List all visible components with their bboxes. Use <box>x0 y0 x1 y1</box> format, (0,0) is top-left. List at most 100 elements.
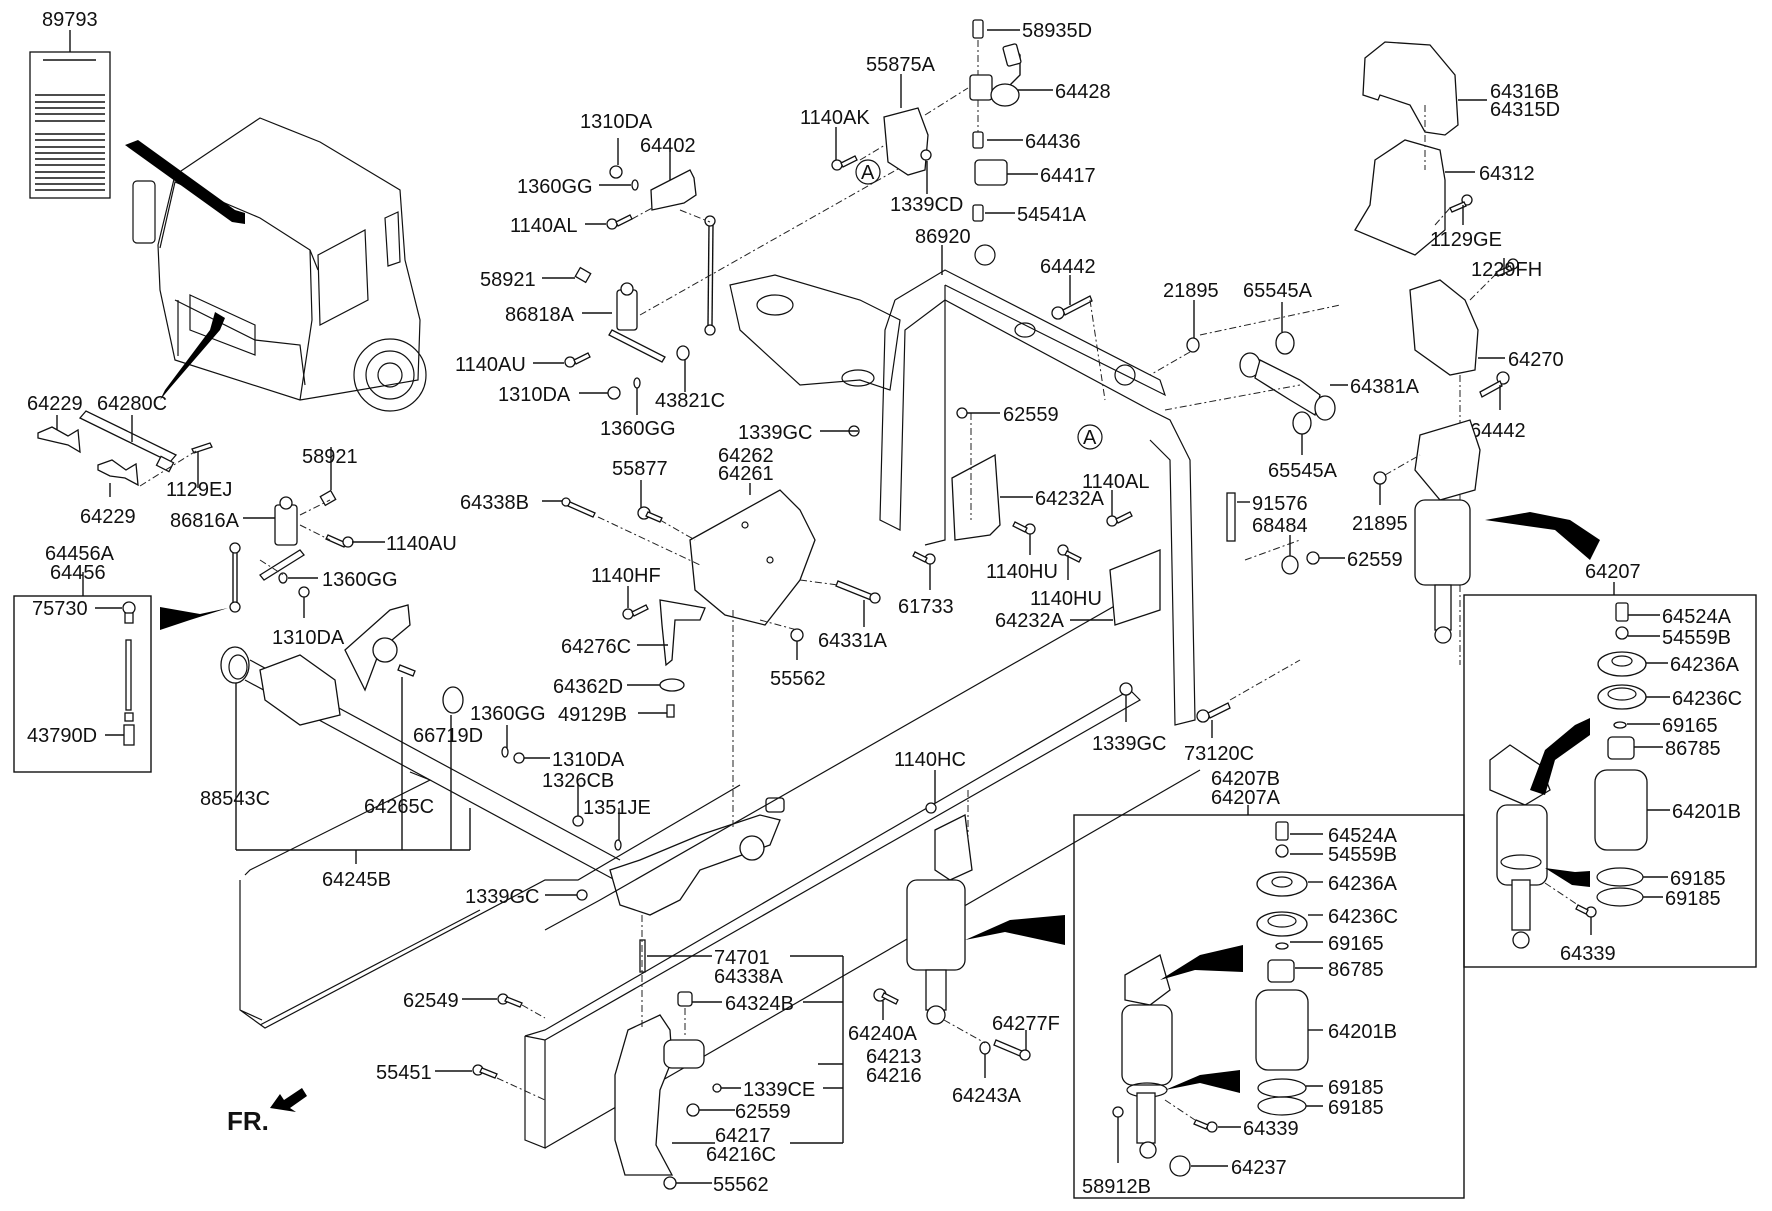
part-label[interactable]: 1229FH <box>1471 259 1542 281</box>
part-label[interactable]: 61733 <box>898 596 954 618</box>
bracket-64402[interactable] <box>650 169 697 211</box>
part-label[interactable]: 86818A <box>505 304 575 326</box>
air-spring-assembly-box1[interactable] <box>1121 954 1173 1159</box>
part-label[interactable]: 21895 <box>1163 280 1219 302</box>
b1-bumper-86785[interactable] <box>1267 959 1295 983</box>
part-label[interactable]: 1140AL <box>1082 471 1149 493</box>
part-label[interactable]: 58912B <box>1082 1176 1151 1198</box>
bolt-1140al-top[interactable] <box>606 214 633 230</box>
part-label[interactable]: 1140HU <box>986 561 1058 583</box>
part-label[interactable]: 86785 <box>1328 959 1384 981</box>
washer-1360gg-mid[interactable] <box>501 746 509 758</box>
part-label[interactable]: 1310DA <box>580 111 653 133</box>
part-label[interactable]: 86785 <box>1665 738 1721 760</box>
part-label[interactable]: 69165 <box>1662 715 1718 737</box>
b2-ring-69185a[interactable] <box>1596 867 1644 887</box>
bolt-64331a[interactable] <box>835 580 881 604</box>
part-label[interactable]: 55875A <box>866 54 936 76</box>
part-label[interactable]: 64324B <box>725 993 794 1015</box>
part-label[interactable]: 64276C <box>561 636 631 658</box>
b2-cap-64236a[interactable] <box>1597 651 1647 677</box>
nut-62559-top[interactable] <box>956 407 968 419</box>
part-label[interactable]: 55451 <box>376 1062 432 1084</box>
part-label[interactable]: 64402 <box>640 135 696 157</box>
part-label[interactable]: 65545A <box>1243 280 1313 302</box>
part-label[interactable]: 54541A <box>1017 204 1087 226</box>
nut-62559-lower[interactable] <box>686 1103 700 1117</box>
part-label[interactable]: 64229 <box>27 393 83 415</box>
part-label[interactable]: 73120C <box>1184 743 1254 765</box>
part-label[interactable]: 64456 <box>50 562 106 584</box>
part-label[interactable]: 1360GG <box>470 703 546 725</box>
part-label[interactable]: 69185 <box>1328 1097 1384 1119</box>
pad-64362d[interactable] <box>659 678 685 692</box>
nut-1339cd[interactable] <box>920 149 932 161</box>
part-label[interactable]: 64236C <box>1328 906 1398 928</box>
part-label[interactable]: 64207 <box>1585 561 1641 583</box>
b1-valve-64524a[interactable] <box>1275 821 1289 841</box>
nut-1310da-mid[interactable] <box>513 752 525 764</box>
bushing-43821c[interactable] <box>676 345 690 361</box>
part-label[interactable]: 65545A <box>1268 460 1338 482</box>
part-label[interactable]: 1310DA <box>552 749 625 771</box>
nut-1310da-top[interactable] <box>609 165 623 179</box>
part-label[interactable]: 62559 <box>1347 549 1403 571</box>
part-label[interactable]: 1310DA <box>272 627 345 649</box>
b1-fitting-58912b[interactable] <box>1112 1106 1124 1118</box>
part-label[interactable]: 43821C <box>655 390 725 412</box>
part-label[interactable]: 64216C <box>706 1144 776 1166</box>
bolt-1140au-top[interactable] <box>564 352 591 368</box>
bolt-55877[interactable] <box>637 506 663 523</box>
nut-55562-top[interactable] <box>790 628 804 642</box>
part-label[interactable]: 64213 <box>866 1046 922 1068</box>
part-label[interactable]: 64236A <box>1670 654 1740 676</box>
bolt-1140hf[interactable] <box>622 604 649 620</box>
part-label[interactable]: 1140HC <box>894 749 966 771</box>
part-label[interactable]: 64236C <box>1672 688 1742 710</box>
b1-cap-64236a[interactable] <box>1256 871 1308 897</box>
part-label[interactable]: 1310DA <box>498 384 571 406</box>
bolt-1140hu-b[interactable] <box>1057 544 1082 563</box>
nut-21895-right[interactable] <box>1373 471 1387 485</box>
part-label[interactable]: 75730 <box>32 598 88 620</box>
bolt-1140hc[interactable] <box>925 802 937 814</box>
part-label[interactable]: 64381A <box>1350 376 1420 398</box>
washer-64243a[interactable] <box>979 1041 991 1055</box>
b2-bumper-86785[interactable] <box>1607 736 1635 760</box>
part-label[interactable]: 64277F <box>992 1013 1060 1035</box>
spring-hanger-64217[interactable] <box>614 1014 705 1176</box>
part-label[interactable]: 64316B <box>1490 81 1559 103</box>
b2-bolt-64339[interactable] <box>1575 904 1597 918</box>
part-label[interactable]: 1360GG <box>322 569 398 591</box>
rod-43790d[interactable] <box>123 639 135 746</box>
part-label[interactable]: 1129EJ <box>166 479 232 501</box>
part-label[interactable]: 86920 <box>915 226 971 248</box>
part-label[interactable]: 49129B <box>558 704 627 726</box>
bracket-64232a-lower[interactable] <box>1109 549 1161 626</box>
b2-oring-69165[interactable] <box>1613 721 1627 729</box>
bolt-64442-top[interactable] <box>1051 295 1093 320</box>
part-label[interactable]: 1140AU <box>455 354 526 376</box>
bolt-73120c[interactable] <box>1196 702 1231 723</box>
crossmember-front[interactable] <box>729 274 901 391</box>
part-label[interactable]: 69185 <box>1665 888 1721 910</box>
part-label[interactable]: 58921 <box>480 269 536 291</box>
part-label[interactable]: 64331A <box>818 630 888 652</box>
part-label[interactable]: 89793 <box>42 9 98 31</box>
air-spring-center[interactable] <box>906 814 973 1025</box>
b1-bushing-64237[interactable] <box>1169 1155 1191 1177</box>
bolt-49129b[interactable] <box>666 704 675 718</box>
part-label[interactable]: 62549 <box>403 990 459 1012</box>
fitting-54541a[interactable] <box>972 204 984 222</box>
nut-1310da-left[interactable] <box>298 586 310 598</box>
part-label[interactable]: 1339CE <box>743 1079 815 1101</box>
part-label[interactable]: 64428 <box>1055 81 1111 103</box>
bolt-62549[interactable] <box>497 993 523 1008</box>
fitting-64436[interactable] <box>972 131 984 149</box>
bracket-64276c[interactable] <box>659 599 706 667</box>
bolt-1129ge[interactable] <box>1449 194 1473 213</box>
b2-valve-64524a[interactable] <box>1615 602 1629 622</box>
leaf-spring-64245b[interactable] <box>239 771 741 1029</box>
part-label[interactable]: 1140AK <box>800 107 870 129</box>
washer-1351je[interactable] <box>614 839 622 851</box>
